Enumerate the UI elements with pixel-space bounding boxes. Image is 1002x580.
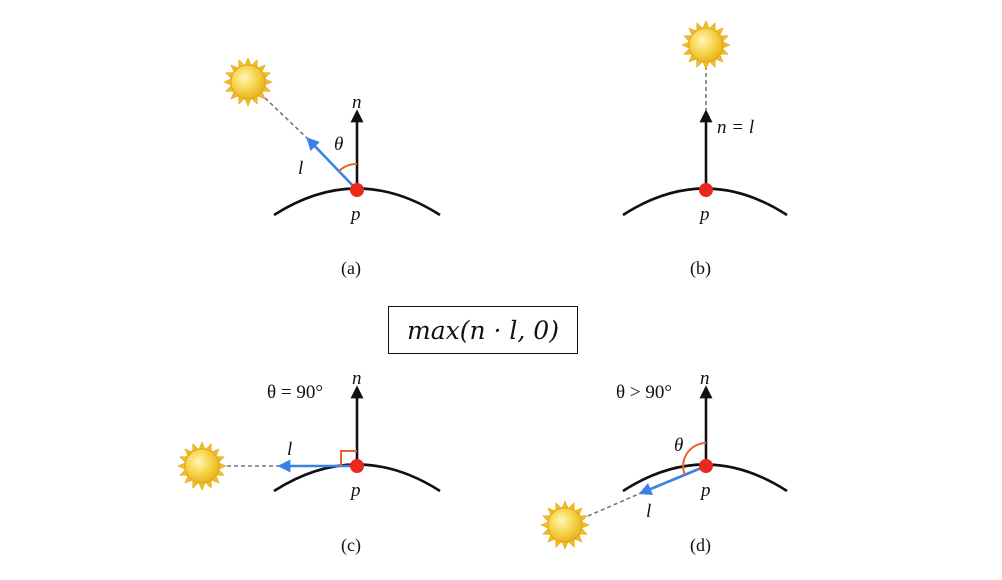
point-label-a: p <box>349 204 361 225</box>
caption-b: (b) <box>690 258 711 279</box>
point-label-d: p <box>699 480 711 501</box>
light-arrow-a <box>306 137 358 191</box>
angle-label-a: θ <box>334 134 343 155</box>
angle-arc-d <box>682 442 707 476</box>
normal-eq-label-b: n = l <box>717 117 754 138</box>
light-arrow-d <box>638 464 707 496</box>
angle-note-d: θ > 90° <box>616 382 672 403</box>
panel-b: n = l p (b) <box>622 20 788 279</box>
sun-icon <box>540 500 590 550</box>
surface-point-dot <box>350 459 364 473</box>
right-angle-mark-c <box>340 450 357 466</box>
sun-icon <box>223 57 273 107</box>
formula-text: max(n · l, 0) <box>407 315 559 345</box>
normal-label-a: n <box>352 92 362 113</box>
normal-label-c: n <box>352 368 362 389</box>
normal-label-d: n <box>700 368 710 389</box>
point-label-b: p <box>698 204 710 225</box>
panel-a: n θ l p (a) <box>223 57 441 279</box>
guide-line-d <box>587 492 642 517</box>
light-label-a: l <box>298 158 303 179</box>
surface-point-dot <box>699 183 713 197</box>
sun-icon <box>177 441 227 491</box>
guide-line-a <box>264 97 309 140</box>
caption-a: (a) <box>341 258 361 279</box>
light-label-d: l <box>646 501 651 522</box>
surface-point-dot <box>699 459 713 473</box>
caption-d: (d) <box>690 535 711 556</box>
sun-icon <box>681 20 731 70</box>
formula-box: max(n · l, 0) <box>388 306 578 354</box>
angle-note-c: θ = 90° <box>267 382 323 403</box>
angle-arc-a <box>338 162 358 172</box>
panel-d: n θ > 90° θ l p (d) <box>540 368 788 556</box>
angle-label-d: θ <box>674 435 683 456</box>
panel-c: n θ = 90° l p (c) <box>177 368 441 556</box>
caption-c: (c) <box>341 535 361 556</box>
surface-point-dot <box>350 183 364 197</box>
light-label-c: l <box>287 439 292 460</box>
point-label-c: p <box>349 480 361 501</box>
